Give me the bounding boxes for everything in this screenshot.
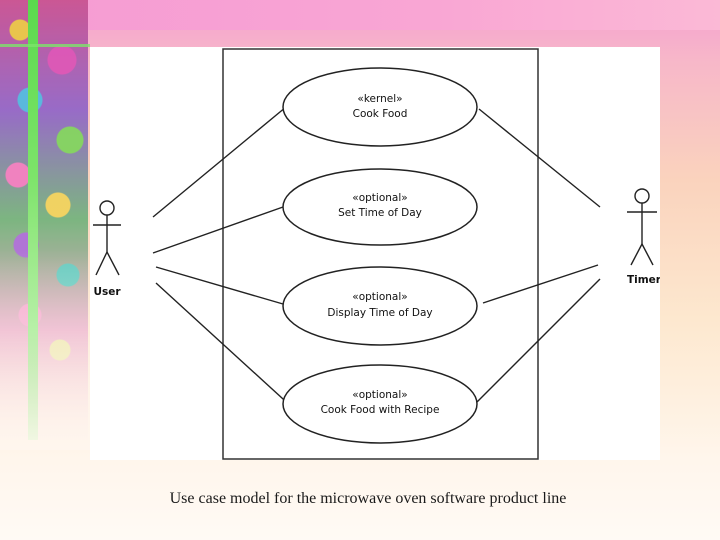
use-case-4-name: Cook Food with Recipe	[321, 404, 440, 416]
assoc-user-cook-food	[152, 106, 287, 218]
assoc-timer-cook-recipe	[474, 278, 601, 405]
decorative-green-bar	[28, 0, 38, 440]
decorative-green-line	[0, 44, 90, 47]
use-case-2-stereotype: «optional»	[352, 192, 407, 204]
timer-associations	[474, 108, 601, 405]
top-decorative-band	[0, 0, 720, 30]
use-case-1-stereotype: «kernel»	[357, 93, 402, 105]
use-case-set-time-of-day	[282, 168, 478, 246]
use-case-3-name: Display Time of Day	[327, 307, 432, 319]
timer-actor-right-leg	[641, 243, 654, 266]
timer-actor-label: Timer	[627, 274, 660, 286]
use-case-2-name: Set Time of Day	[338, 207, 422, 219]
use-case-3-stereotype: «optional»	[352, 291, 407, 303]
user-actor-left-leg	[95, 251, 108, 276]
slide-caption: Use case model for the microwave oven so…	[169, 490, 567, 507]
user-actor-right-leg	[106, 251, 120, 276]
timer-actor-head	[634, 188, 650, 204]
user-actor-figure	[93, 200, 121, 276]
user-actor-label: User	[93, 286, 121, 298]
use-case-cook-food-with-recipe	[282, 364, 478, 444]
use-case-diagram: «kernel» Cook Food «optional» Set Time o…	[93, 48, 660, 460]
diagram-panel: «kernel» Cook Food «optional» Set Time o…	[90, 47, 660, 460]
system-boundary	[222, 48, 539, 460]
assoc-user-cook-recipe	[155, 282, 295, 410]
use-case-display-time-of-day	[282, 266, 478, 346]
assoc-user-set-time	[152, 206, 284, 254]
use-case-4-stereotype: «optional»	[352, 389, 407, 401]
use-case-1-name: Cook Food	[353, 108, 408, 120]
use-case-cook-food	[282, 67, 478, 147]
assoc-user-display-time	[155, 266, 284, 305]
assoc-timer-cook-food	[478, 108, 601, 208]
assoc-timer-display-time	[482, 264, 599, 304]
timer-actor-figure	[627, 188, 657, 266]
user-associations	[152, 106, 295, 410]
user-actor-head	[99, 200, 115, 216]
mosaic-fade	[0, 250, 90, 450]
timer-actor-left-leg	[630, 243, 643, 266]
